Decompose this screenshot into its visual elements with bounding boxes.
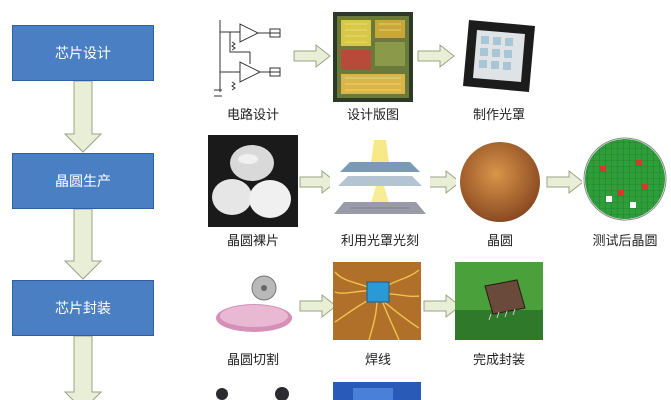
right-arrow bbox=[293, 43, 331, 69]
tested-wafer-image bbox=[582, 136, 668, 222]
partial-image bbox=[208, 380, 298, 400]
wafer-image bbox=[456, 138, 544, 226]
stage-label: 晶圆生产 bbox=[55, 174, 111, 190]
photomask-image bbox=[455, 12, 543, 100]
step-caption: 晶圆切割 bbox=[226, 353, 279, 368]
chip-layout-image bbox=[333, 12, 413, 102]
step-caption: 焊线 bbox=[364, 353, 391, 368]
circuit-schematic-image bbox=[210, 12, 290, 100]
bare-wafers-image bbox=[208, 135, 298, 227]
wire-bonding-image bbox=[333, 262, 421, 340]
stage-label: 芯片设计 bbox=[55, 46, 111, 62]
down-arrow bbox=[63, 208, 103, 280]
step-caption: 设计版图 bbox=[346, 108, 399, 123]
lithography-image bbox=[330, 140, 430, 222]
partial-image bbox=[333, 382, 421, 400]
step-caption: 晶圆裸片 bbox=[226, 234, 279, 249]
stage-wafer-production: 晶圆生产 bbox=[12, 153, 154, 209]
wafer-dicing-image bbox=[208, 262, 298, 340]
down-arrow bbox=[63, 80, 103, 153]
right-arrow bbox=[299, 169, 337, 195]
stage-chip-packaging: 芯片封装 bbox=[12, 280, 154, 336]
step-caption: 完成封装 bbox=[472, 353, 525, 368]
step-caption: 晶圆 bbox=[486, 234, 513, 249]
right-arrow bbox=[546, 169, 584, 195]
step-caption: 测试后晶圆 bbox=[592, 234, 658, 249]
right-arrow bbox=[299, 293, 337, 319]
right-arrow bbox=[417, 43, 455, 69]
step-caption: 制作光罩 bbox=[472, 108, 525, 123]
stage-label: 芯片封装 bbox=[55, 301, 111, 317]
down-arrow bbox=[63, 335, 103, 400]
right-arrow bbox=[423, 293, 461, 319]
stage-chip-design: 芯片设计 bbox=[12, 25, 154, 81]
packaged-chip-image bbox=[455, 262, 543, 340]
step-caption: 电路设计 bbox=[226, 108, 279, 123]
step-caption: 利用光罩光刻 bbox=[340, 234, 419, 249]
